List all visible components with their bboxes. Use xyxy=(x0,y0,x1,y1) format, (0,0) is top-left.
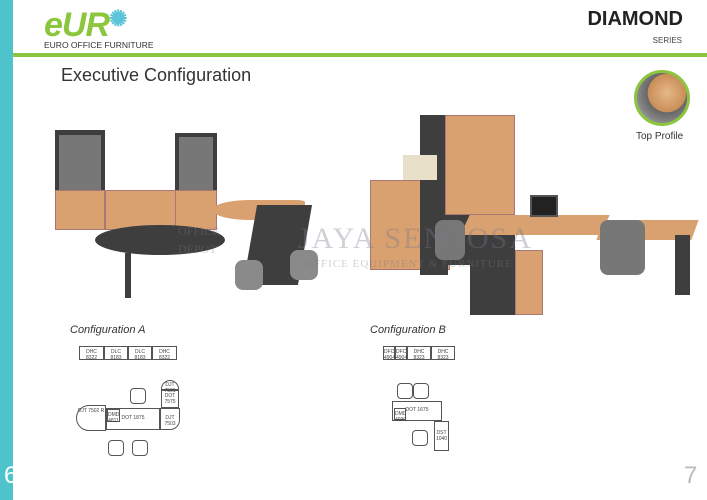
top-profile-image xyxy=(634,70,690,126)
top-profile-label: Top Profile xyxy=(636,131,684,142)
elevation-item: DHC 8323 xyxy=(431,346,455,361)
elevation-item: DHC 8322 xyxy=(79,346,104,361)
plan-item: DMD 4030 xyxy=(394,408,406,423)
config-a-label: Configuration A xyxy=(70,324,146,336)
plan-item: DMD 4811 xyxy=(107,409,120,424)
plan-item: DJT 7501 xyxy=(161,380,179,394)
plan-item: DST 1040 xyxy=(434,421,449,451)
chair-icon xyxy=(413,383,429,399)
watermark-jaya-sentosa: JAYA SENTOSA xyxy=(298,222,533,255)
elevation-item: DLC 8183 xyxy=(104,346,128,361)
config-b-floor-plan: DOT 1675 DMD 4030 DST 1040 xyxy=(385,380,475,470)
config-a-photo xyxy=(50,125,350,335)
page-number-left: 6 xyxy=(4,462,18,489)
series-subtitle: SERIES xyxy=(652,36,682,45)
header-divider xyxy=(13,53,707,57)
elevation-item: DFC 4904 xyxy=(395,346,407,361)
chair-icon xyxy=(132,440,148,456)
watermark-office-depot: OFFICE DEPOT xyxy=(178,224,220,256)
series-title: DIAMOND xyxy=(587,8,683,30)
watermark-subtitle: OFFICE EQUIPMENT & FURNITURE xyxy=(305,258,513,270)
config-b-photo xyxy=(365,110,705,330)
page-number-right: 7 xyxy=(684,462,698,489)
brand-logo: eUR✺ xyxy=(44,6,127,44)
elevation-item: DLC 8183 xyxy=(128,346,152,361)
elevation-item: DHC 8323 xyxy=(407,346,431,361)
config-a-floor-plan: DJT 7502 R DOT 1875 DMD 4811 DJT 7503 DO… xyxy=(60,380,200,470)
elevation-item: DFC 4904 xyxy=(383,346,395,361)
chair-icon xyxy=(412,430,428,446)
chair-icon xyxy=(130,388,146,404)
plan-item: DOT 7575 xyxy=(161,390,179,408)
sidebar-accent xyxy=(0,0,13,500)
elevation-item: DHC 8322 xyxy=(152,346,177,361)
page-title: Executive Configuration xyxy=(61,65,252,85)
chair-icon xyxy=(108,440,124,456)
config-b-label: Configuration B xyxy=(370,324,446,336)
brand-name: EURO OFFICE FURNITURE xyxy=(44,40,154,50)
chair-icon xyxy=(397,383,413,399)
plan-item: DJT 7502 R xyxy=(76,405,106,431)
plan-item: DJT 7503 xyxy=(160,408,180,430)
